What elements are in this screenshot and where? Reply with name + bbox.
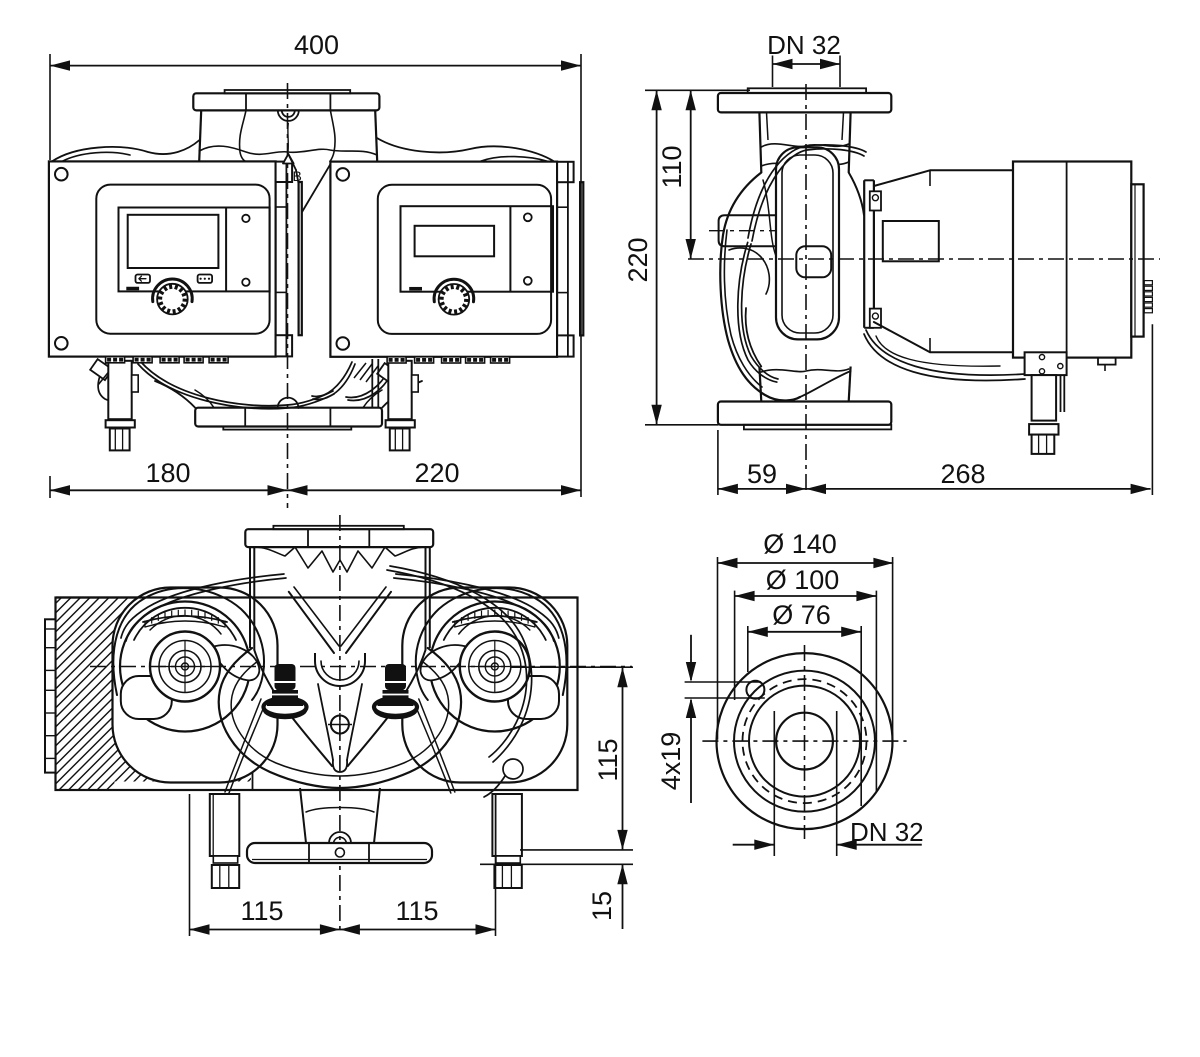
svg-text:115: 115 <box>395 896 438 926</box>
svg-text:180: 180 <box>145 458 190 488</box>
svg-text:110: 110 <box>657 145 687 188</box>
svg-text:220: 220 <box>414 458 459 488</box>
svg-text:115: 115 <box>593 738 623 781</box>
svg-text:400: 400 <box>294 30 339 60</box>
svg-text:Ø 76: Ø 76 <box>772 600 831 630</box>
svg-text:220: 220 <box>623 237 653 282</box>
svg-text:115: 115 <box>240 896 283 926</box>
svg-text:4x19: 4x19 <box>656 732 686 791</box>
svg-text:Ø 100: Ø 100 <box>766 565 840 595</box>
svg-text:59: 59 <box>747 459 777 489</box>
svg-text:B: B <box>293 168 302 184</box>
svg-text:15: 15 <box>587 891 617 921</box>
svg-text:DN 32: DN 32 <box>767 30 841 60</box>
svg-text:DN 32: DN 32 <box>850 817 924 847</box>
svg-text:268: 268 <box>940 459 985 489</box>
svg-text:Ø 140: Ø 140 <box>763 529 837 559</box>
